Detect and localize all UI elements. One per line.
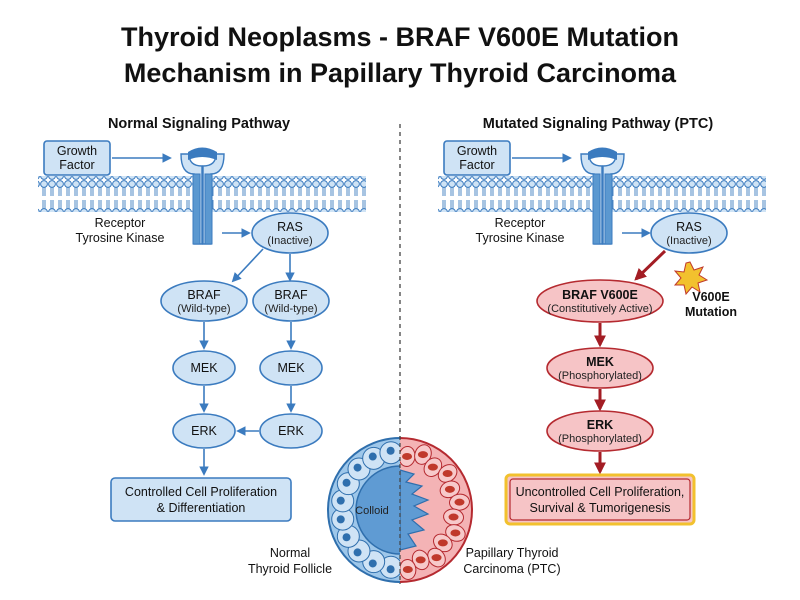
receptor-label-1: Receptor <box>95 216 146 230</box>
cell-nucleus <box>386 565 395 574</box>
ras-mutated-label-1: RAS <box>676 220 702 234</box>
receptor-label-2: Tyrosine Kinase <box>76 231 165 245</box>
mutated-pathway-panel: Mutated Signaling Pathway (PTC) Growth F… <box>438 116 766 526</box>
normal-outcome-label-1: Controlled Cell Proliferation <box>125 485 277 499</box>
ptc-nucleus <box>450 529 461 537</box>
normal-follicle-label-2: Thyroid Follicle <box>248 562 332 576</box>
mek-phos-label-2: (Phosphorylated) <box>558 370 642 382</box>
normal-pathway-heading: Normal Signaling Pathway <box>108 116 290 132</box>
mek-2-label: MEK <box>277 361 305 375</box>
ptc-nucleus <box>427 463 438 471</box>
mek-1-label: MEK <box>190 361 218 375</box>
braf-wildtype-node-2 <box>252 280 330 322</box>
braf-1-label-1: BRAF <box>187 288 221 302</box>
mek-phosphorylated-node <box>546 347 654 389</box>
ras-to-braf-left-arrow <box>231 248 264 283</box>
ptc-follicle-half <box>400 437 473 583</box>
mek-phos-label-1: MEK <box>586 355 614 369</box>
erk-2-label: ERK <box>278 424 304 438</box>
cell-nucleus <box>353 548 362 557</box>
growth-factor-box <box>43 140 111 176</box>
receptor-tyrosine-kinase-mutated-icon <box>580 147 625 245</box>
ptc-follicle-label-2: Carcinoma (PTC) <box>463 562 560 576</box>
mek-node-2 <box>259 350 323 386</box>
cell-nucleus <box>386 446 395 455</box>
normal-outcome-box <box>110 477 292 522</box>
cell-nucleus <box>336 496 345 505</box>
cell-nucleus <box>368 559 377 568</box>
cell-nucleus <box>336 515 345 524</box>
ptc-nucleus <box>448 513 459 521</box>
braf-1-label-2: (Wild-type) <box>177 303 230 315</box>
growth-factor-label-1: Growth <box>57 144 97 158</box>
receptor-tyrosine-kinase-icon <box>180 147 225 245</box>
thyroid-follicle-illustration: Colloid <box>327 436 473 584</box>
ras-mutated-node <box>650 212 728 254</box>
growth-factor-label-2: Factor <box>59 158 94 172</box>
ras-label-1: RAS <box>277 220 303 234</box>
braf-v600e-label-1: BRAF V600E <box>562 288 638 302</box>
ras-to-braf-v600e-arrow <box>634 249 667 281</box>
normal-follicle-label-1: Normal <box>270 546 310 560</box>
ptc-nucleus <box>402 452 413 460</box>
ptc-nucleus <box>417 451 428 459</box>
erk-1-label: ERK <box>191 424 217 438</box>
ras-node <box>251 212 329 254</box>
mutated-outcome-label-2: Survival & Tumorigenesis <box>529 501 670 515</box>
cell-nucleus <box>342 478 351 487</box>
growth-factor-mutated-label-2: Factor <box>459 158 494 172</box>
braf-2-label-1: BRAF <box>274 288 308 302</box>
cell-nucleus <box>342 533 351 542</box>
mutation-label-1: V600E <box>692 290 730 304</box>
ptc-nucleus <box>454 498 465 506</box>
receptor-mutated-label-1: Receptor <box>495 216 546 230</box>
ras-mutated-label-2: (Inactive) <box>666 235 711 247</box>
ras-label-2: (Inactive) <box>267 235 312 247</box>
mutated-outcome-inner-border <box>509 478 691 521</box>
page-title-line2: Mechanism in Papillary Thyroid Carcinoma <box>124 58 677 88</box>
growth-factor-box-mutated <box>443 140 511 176</box>
normal-outcome-label-2: & Differentiation <box>157 501 246 515</box>
erk-phos-label-2: (Phosphorylated) <box>558 433 642 445</box>
ptc-nucleus <box>442 469 453 477</box>
normal-follicle-half <box>327 437 400 583</box>
ptc-nucleus <box>402 565 413 573</box>
braf-v600e-node <box>536 279 664 323</box>
erk-phos-label-1: ERK <box>587 418 613 432</box>
braf-2-label-2: (Wild-type) <box>264 303 317 315</box>
braf-v600e-label-2: (Constitutively Active) <box>547 303 652 315</box>
erk-node-1 <box>172 413 236 449</box>
ptc-nucleus <box>444 485 455 493</box>
ptc-follicle-label-1: Papillary Thyroid <box>466 546 559 560</box>
colloid-label: Colloid <box>355 505 389 517</box>
mutated-outcome-label-1: Uncontrolled Cell Proliferation, <box>516 485 685 499</box>
mek-node-1 <box>172 350 236 386</box>
ptc-nucleus <box>431 554 442 562</box>
receptor-mutated-label-2: Tyrosine Kinase <box>476 231 565 245</box>
ptc-nucleus <box>437 539 448 547</box>
braf-wildtype-node-1 <box>160 280 248 322</box>
mutated-pathway-heading: Mutated Signaling Pathway (PTC) <box>483 116 714 132</box>
page-title-line1: Thyroid Neoplasms - BRAF V600E Mutation <box>121 22 679 52</box>
cell-nucleus <box>368 452 377 461</box>
mutation-star-icon <box>673 261 709 296</box>
ptc-nucleus <box>415 556 426 564</box>
erk-node-2 <box>259 413 323 449</box>
growth-factor-mutated-label-1: Growth <box>457 144 497 158</box>
mutated-outcome-box <box>504 473 696 526</box>
erk-phosphorylated-node <box>546 410 654 452</box>
cell-nucleus <box>353 463 362 472</box>
normal-pathway-panel: Normal Signaling Pathway Growth Factor R… <box>38 116 366 522</box>
mutation-label-2: Mutation <box>685 305 737 319</box>
